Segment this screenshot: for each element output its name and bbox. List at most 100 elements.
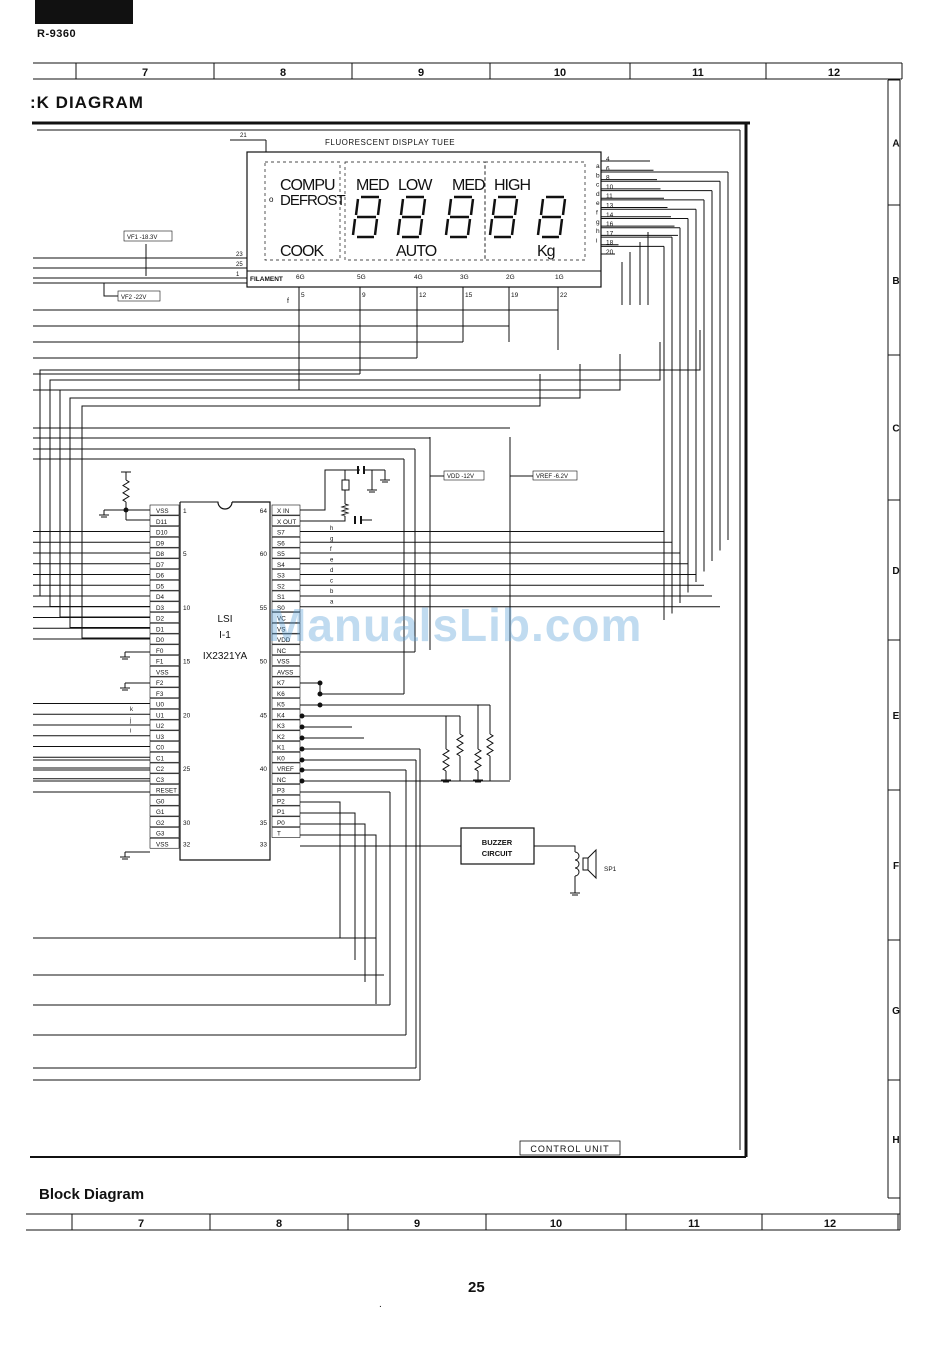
filament-pin-number: 1: [236, 272, 240, 278]
chip-left-pin-label: C0: [156, 745, 165, 752]
vdd-tag: [443, 470, 485, 481]
chip-right-pin-label: P0: [277, 820, 285, 827]
speaker-cone: [587, 848, 597, 880]
chip-right-pin-label: AVSS: [277, 669, 293, 676]
chip-left-bus: [39, 330, 701, 597]
digit-segment: [418, 218, 424, 236]
chip-right-pin-box: [271, 590, 301, 602]
chip-left-pin-label: U0: [156, 702, 165, 709]
chip-right-pin-box: [271, 708, 301, 720]
chip-right-pin-label: S2: [277, 583, 285, 590]
chip-right-pin-box: [271, 730, 301, 742]
display-right-pin: 14: [606, 212, 614, 219]
misc-mark: f: [287, 298, 289, 305]
chip-notch: [217, 501, 233, 510]
chip-left-pin-box: [149, 837, 180, 849]
speaker-body: [582, 857, 589, 871]
display-grid-lead-number: 5: [301, 292, 305, 299]
column-label-top: 10: [554, 67, 566, 79]
xout-wire: [300, 520, 346, 522]
chip-right-pin-box: [271, 622, 301, 634]
column-label-top: 11: [692, 67, 704, 79]
display-dot: o: [269, 195, 274, 204]
chip-left-pin-number: 25: [183, 766, 191, 773]
vref-tag: [532, 470, 578, 481]
misc-components: [99, 466, 621, 1156]
digit-segment: [396, 218, 402, 236]
voltage-vf2: VF2 -22V: [121, 295, 146, 301]
chip-left-pin-box: [149, 784, 180, 795]
column-label-bottom: 12: [824, 1218, 836, 1230]
chip-right-pin-label: S4: [277, 562, 285, 569]
chip-right-pin-label: P3: [277, 788, 285, 795]
chip-right-pin-box: [271, 687, 301, 699]
column-label-top: 8: [280, 67, 286, 79]
display-indicator-cook: COOK: [280, 243, 324, 260]
chip-left-pin-box: [149, 579, 180, 591]
display-tube-outline: [246, 151, 602, 288]
junction-dot: [317, 680, 323, 686]
digit-segment: [536, 218, 542, 236]
segment-letter: c: [330, 579, 333, 585]
chip-right-pin-label: K7: [277, 680, 285, 687]
chip-right-pin-box: [271, 526, 301, 537]
chip-right-pin-box: [271, 816, 301, 828]
page-number: 25: [468, 1279, 485, 1296]
display-right-pin: 17: [606, 230, 614, 237]
display-top-pin: 21: [240, 133, 247, 139]
chip-right-pin-box: [271, 655, 301, 666]
display-grid-pin: 2G: [506, 274, 515, 281]
resistor: [122, 479, 130, 503]
row-label: C: [892, 424, 899, 435]
chip-right-pin-box: [271, 601, 301, 613]
digit-segment: [510, 218, 516, 236]
digit-segment: [558, 218, 564, 236]
row-label: F: [893, 861, 899, 872]
chip-part-number: IX2321YA: [203, 651, 248, 662]
resistor: [456, 733, 464, 757]
p-pin-wire: [300, 801, 341, 938]
p-pin-wire: [300, 834, 377, 1004]
digit-segment: [399, 198, 405, 216]
chip-right-pin-box: [271, 698, 301, 709]
resistor: [442, 748, 450, 772]
display-grid-pin: 6G: [296, 274, 305, 281]
chip-left-pin-number: 30: [183, 820, 191, 827]
chip-right-pin-box: [271, 612, 301, 623]
row-label: E: [893, 711, 900, 722]
row-label: A: [892, 139, 899, 150]
display-indicator-high: HIGH: [494, 177, 530, 194]
chip-left-pin-box: [149, 601, 180, 613]
chip-left-pin-box: [149, 665, 180, 677]
chip-right-pin-box: [271, 805, 301, 817]
digit-segment: [488, 218, 494, 236]
chip-right-pin-label: VSS: [277, 659, 290, 666]
chip-right-pin-box: [271, 665, 301, 677]
chip-right-pin-box: [271, 676, 301, 688]
chip-left-pin-label: G0: [156, 798, 165, 805]
chip-right-pin-label: VDD: [277, 637, 291, 644]
chip-right-pin-number: 55: [260, 605, 268, 612]
chip-name: LSI: [217, 614, 232, 625]
digit-segment: [513, 198, 519, 216]
segment-letter: e: [330, 558, 334, 564]
display-grid-lead-number: 19: [511, 292, 519, 299]
model-number: R-9360: [37, 28, 77, 40]
vf2-lead: [103, 283, 118, 297]
chip-left-pin-box: [149, 794, 180, 806]
column-label-bottom: 7: [138, 1218, 144, 1230]
display-right-letter: b: [596, 172, 600, 179]
control-unit-box: [519, 1140, 621, 1156]
chip-left-pin-number: 1: [183, 508, 187, 515]
digit-segment: [351, 218, 357, 236]
junction-dot: [123, 507, 129, 513]
chip-right-pin-box: [271, 536, 301, 548]
display-right-pin: 13: [606, 203, 614, 210]
chip-right-pin-label: NC: [277, 777, 287, 784]
chip-left-pin-label: VSS: [156, 508, 169, 515]
chip-right-pin-label: K4: [277, 712, 285, 719]
chip-right-pin-label: S7: [277, 530, 285, 537]
display-indicator-med: MED: [356, 177, 389, 194]
chip-right-pin-box: [271, 794, 301, 806]
control-unit-label: CONTROL UNIT: [530, 1144, 609, 1154]
